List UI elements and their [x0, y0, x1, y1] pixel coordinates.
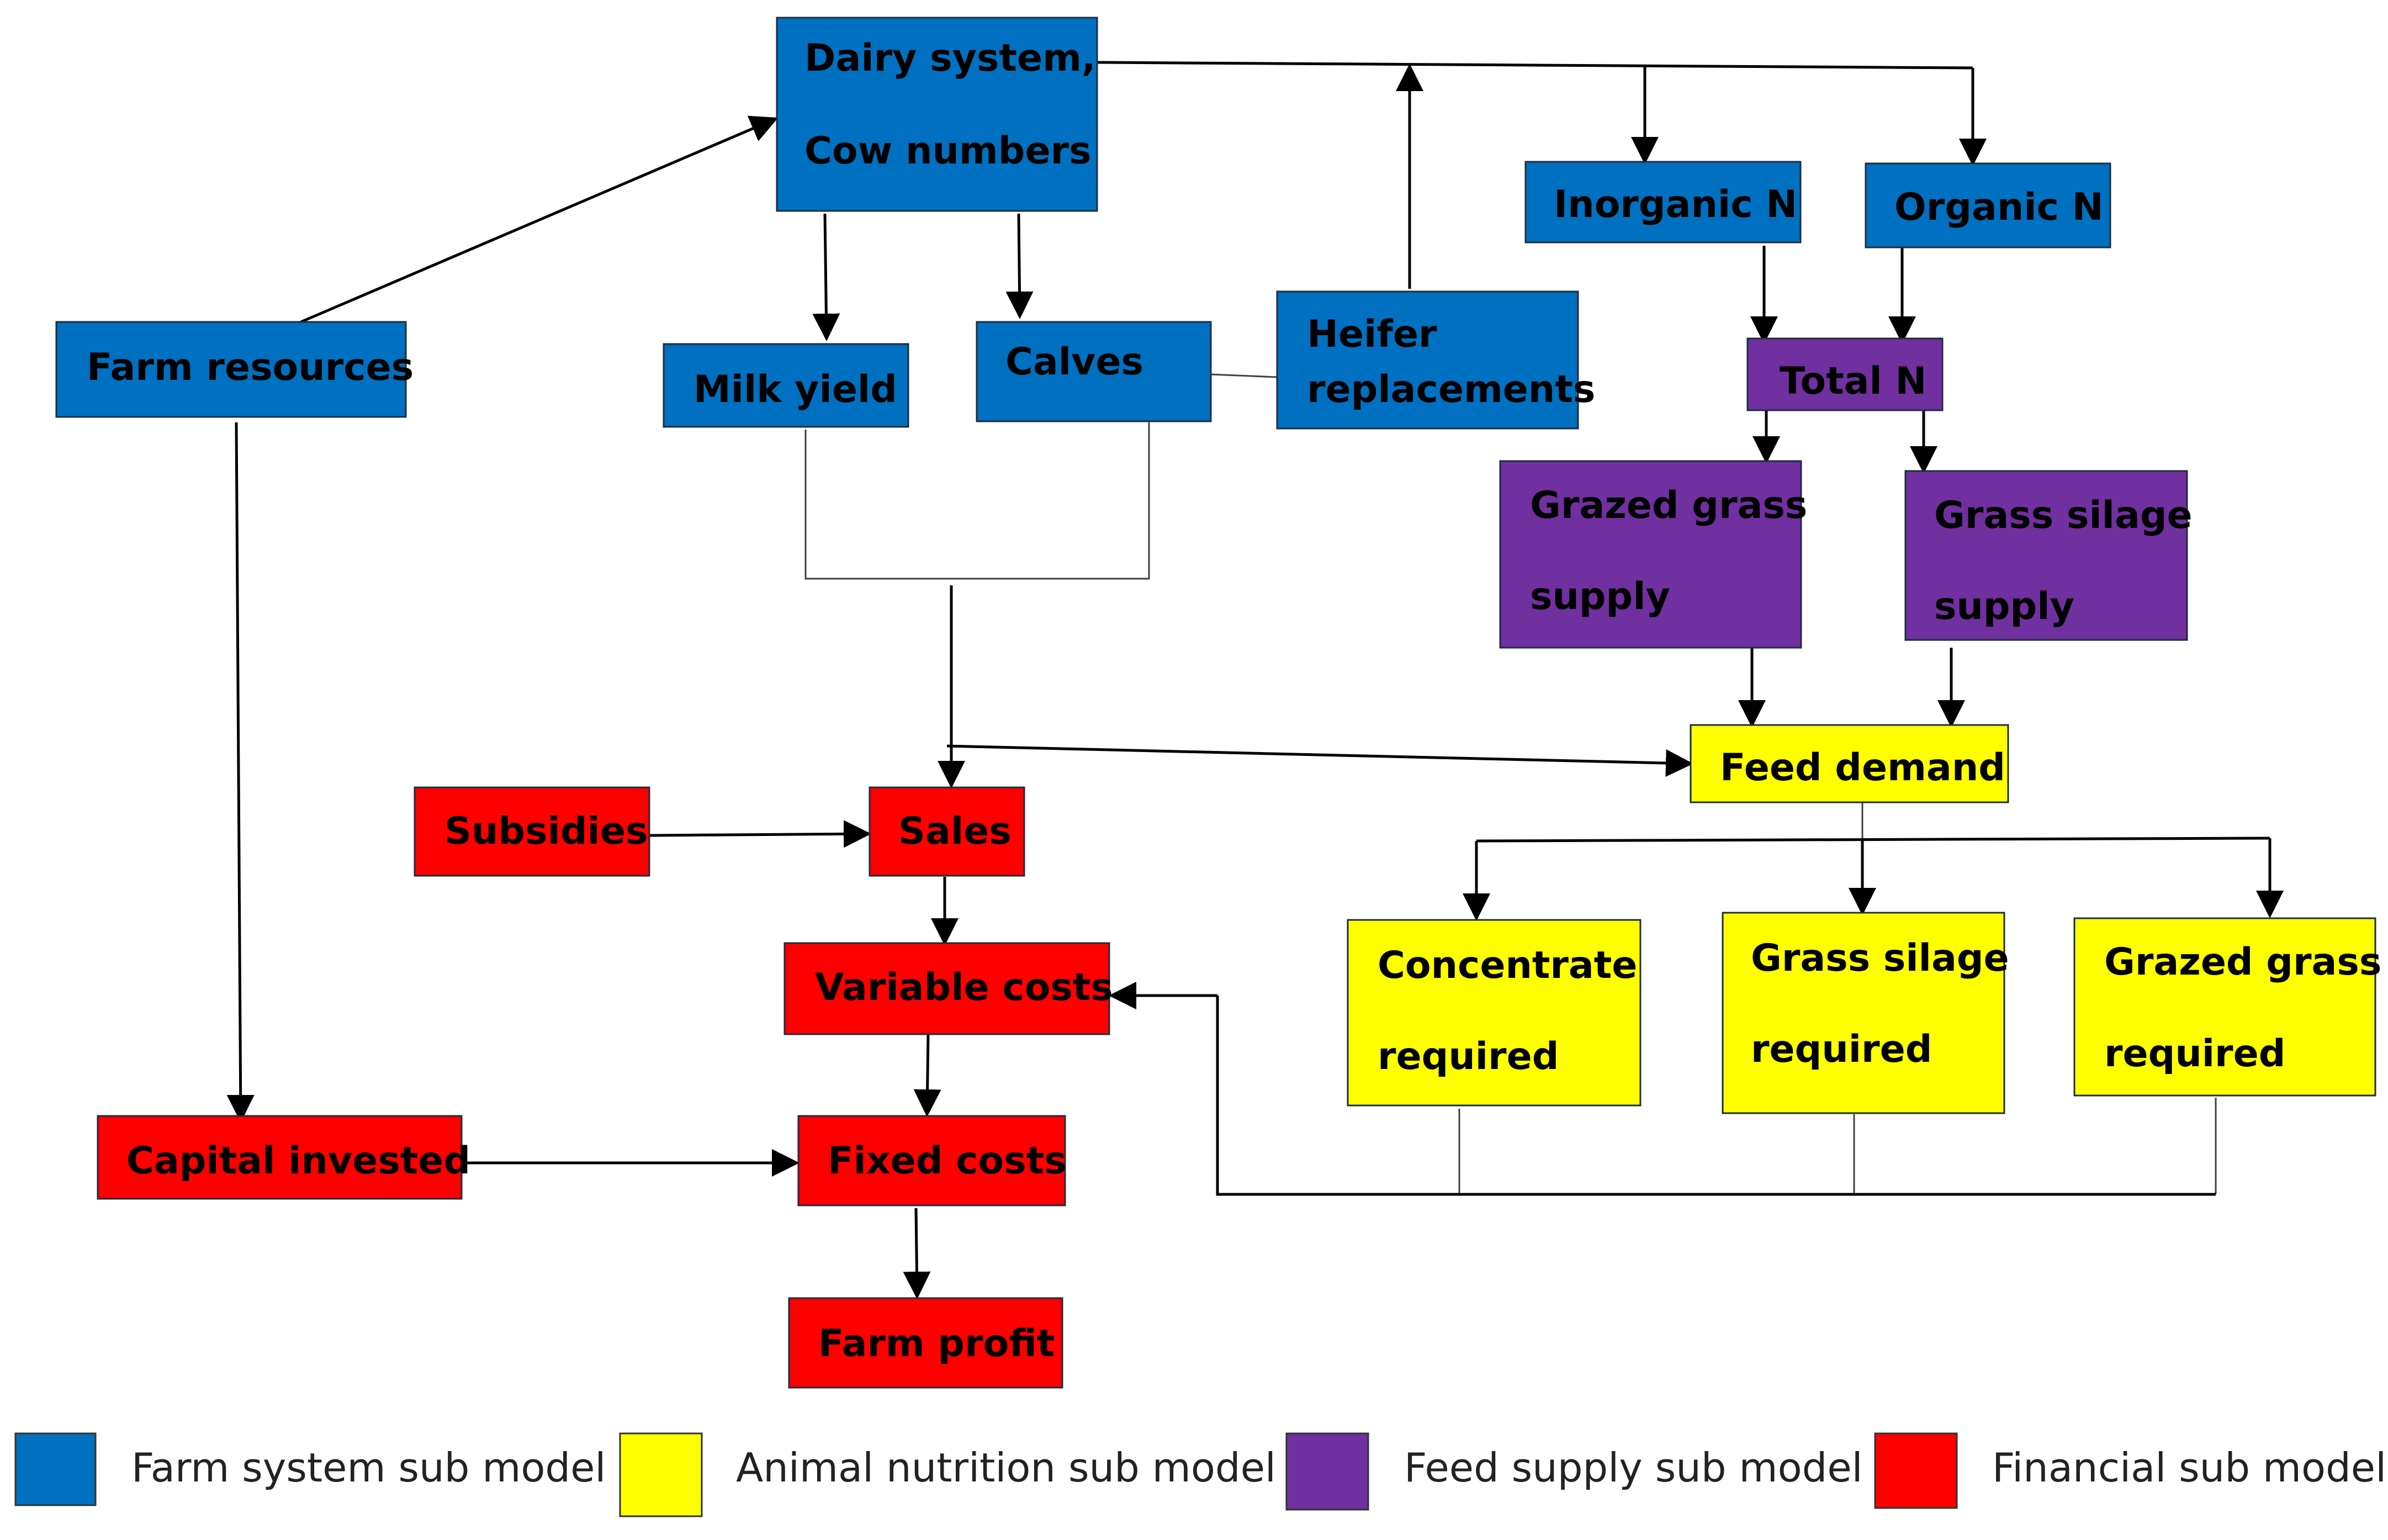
node-dairy-system: Dairy system, Cow numbers [776, 17, 1098, 212]
node-calves-label: Calves [1005, 340, 1143, 384]
node-grazed-grass-supply-line-2: supply [1530, 575, 1670, 618]
node-concentrate-required-line-2: required [1378, 1035, 1559, 1078]
node-concentrate-required: Concentrate required [1347, 919, 1642, 1107]
arrow-dairy-to-calves [1005, 213, 1034, 319]
arrow-farm-resources-to-capital-invested [226, 422, 255, 1123]
arrow-to-feed-demand [946, 744, 1693, 777]
arrow-dairy-to-milk-yield [812, 213, 840, 341]
arrow-fixed-costs-to-profit [903, 1208, 931, 1299]
node-heifer-replacements-line-2: replacements [1307, 368, 1595, 411]
legend-item-animal-nutrition: Animal nutrition sub model [619, 1432, 1276, 1517]
node-grazed-grass-supply-line-1: Grazed grass [1530, 484, 1807, 527]
node-grass-silage-supply-line-2: supply [1934, 585, 2074, 628]
node-calves: Calves [976, 321, 1212, 422]
legend-swatch-feed-supply [1285, 1432, 1369, 1511]
line-dairy-to-nitrogen [1097, 61, 1973, 70]
node-feed-demand-label: Feed demand [1720, 746, 2005, 790]
legend-item-financial: Financial sub model [1874, 1432, 2386, 1509]
node-fixed-costs: Fixed costs [797, 1115, 1067, 1206]
node-heifer-replacements-line-1: Heifer [1307, 313, 1437, 356]
legend-label-feed-supply: Feed supply sub model [1404, 1444, 1863, 1491]
node-farm-profit-label: Farm profit [818, 1322, 1055, 1366]
node-heifer-replacements: Heifer replacements [1276, 290, 1595, 430]
node-grass-silage-required-line-1: Grass silage [1751, 936, 2009, 980]
arrow-variable-to-fixed-costs [913, 1034, 941, 1117]
legend-swatch-financial [1874, 1432, 1958, 1509]
bracket-milk-calves [804, 421, 1150, 580]
node-variable-costs: Variable costs [783, 942, 1113, 1035]
arrow-subsidies-to-sales [649, 820, 871, 848]
legend-label-animal-nutrition: Animal nutrition sub model [736, 1444, 1276, 1491]
node-inorganic-n-label: Inorganic N [1554, 183, 1797, 226]
node-milk-yield-label: Milk yield [693, 368, 897, 411]
legend-label-financial: Financial sub model [1992, 1444, 2386, 1491]
node-concentrate-required-line-1: Concentrate [1378, 944, 1637, 987]
node-organic-n: Organic N [1865, 162, 2111, 248]
node-grazed-grass-required: Grazed grass required [2073, 917, 2381, 1097]
node-subsidies-label: Subsidies [444, 809, 648, 853]
legend: Farm system sub model Animal nutrition s… [14, 1432, 2386, 1517]
node-feed-demand: Feed demand [1690, 724, 2009, 803]
node-subsidies: Subsidies [414, 786, 650, 877]
node-capital-invested: Capital invested [97, 1115, 470, 1200]
node-grass-silage-supply-line-1: Grass silage [1934, 494, 2193, 537]
legend-label-farm-system: Farm system sub model [131, 1444, 606, 1491]
legend-item-farm-system: Farm system sub model [14, 1432, 606, 1506]
node-organic-n-label: Organic N [1894, 186, 2104, 229]
node-variable-costs-label: Variable costs [815, 966, 1113, 1009]
node-milk-yield: Milk yield [663, 343, 909, 428]
node-fixed-costs-label: Fixed costs [828, 1139, 1067, 1183]
node-total-n: Total N [1746, 337, 1944, 411]
node-grass-silage-supply: Grass silage supply [1904, 470, 2193, 641]
node-grass-silage-required-line-2: required [1751, 1028, 1932, 1071]
node-grazed-grass-supply: Grazed grass supply [1499, 460, 1807, 649]
node-farm-profit: Farm profit [788, 1297, 1063, 1389]
line-requirements-collector [1216, 996, 2216, 1196]
node-dairy-system-line-2: Cow numbers [804, 129, 1092, 173]
node-dairy-system-line-1: Dairy system, [804, 36, 1096, 80]
node-farm-resources-label: Farm resources [87, 346, 414, 389]
node-grass-silage-required: Grass silage required [1722, 912, 2009, 1114]
line-feed-demand-distribution [1476, 837, 2270, 843]
legend-swatch-farm-system [14, 1432, 97, 1506]
node-inorganic-n: Inorganic N [1524, 161, 1802, 244]
node-farm-resources: Farm resources [55, 321, 414, 418]
legend-swatch-animal-nutrition [619, 1432, 703, 1517]
arrow-farm-resources-to-dairy-system [300, 115, 779, 324]
node-total-n-label: Total N [1780, 359, 1926, 403]
node-capital-invested-label: Capital invested [126, 1139, 470, 1183]
line-calves-to-heifer [1210, 373, 1278, 378]
connectors [226, 61, 2284, 1299]
node-sales: Sales [869, 786, 1025, 877]
node-grazed-grass-required-line-2: required [2104, 1032, 2285, 1076]
node-grazed-grass-required-line-1: Grazed grass [2104, 940, 2381, 984]
legend-item-feed-supply: Feed supply sub model [1285, 1432, 1863, 1511]
node-sales-label: Sales [898, 809, 1012, 853]
